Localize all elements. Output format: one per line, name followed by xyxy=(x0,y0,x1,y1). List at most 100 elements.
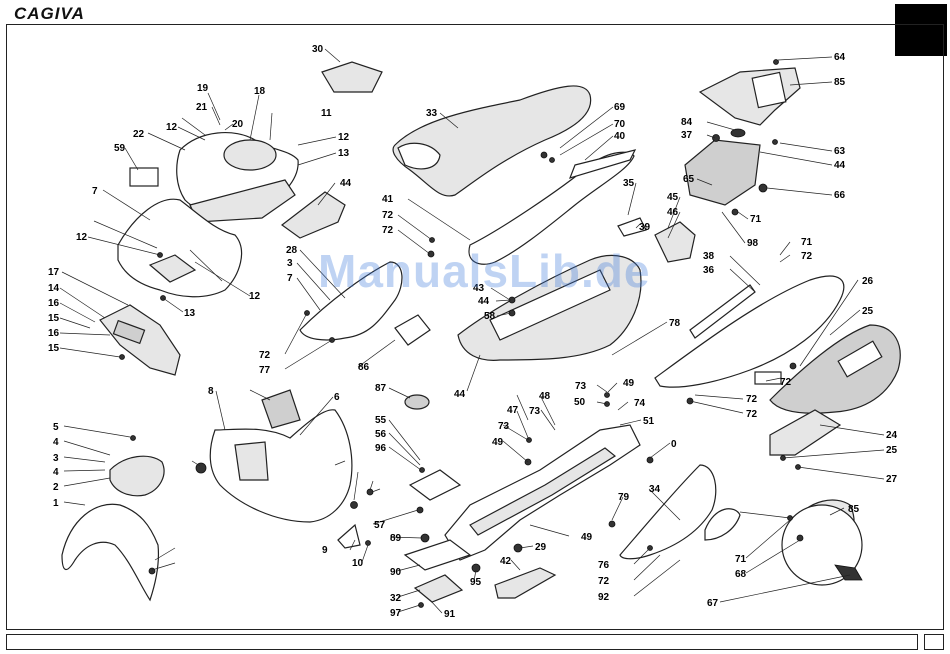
callout-11: 11 xyxy=(321,108,332,119)
part-9-bracket xyxy=(337,523,361,549)
part-23-lower-tail xyxy=(769,409,842,456)
part-55-decal xyxy=(129,167,159,187)
part-70-decal xyxy=(754,371,782,385)
callout-85-top: 96 xyxy=(375,443,387,454)
callout-17: 17 xyxy=(48,267,60,278)
callout-4-a: 4 xyxy=(53,437,59,448)
callout-49-c: 51 xyxy=(643,416,655,427)
callout-71-seat: 72 xyxy=(382,225,394,236)
part-30-seat xyxy=(392,85,592,197)
callout-20: 20 xyxy=(232,119,244,130)
part-17-grille xyxy=(112,319,146,345)
part-77-rack-grid xyxy=(751,71,787,109)
part-18-screen xyxy=(223,139,277,171)
callout-7: 7 xyxy=(92,186,98,197)
callout-22: 22 xyxy=(133,129,145,140)
bolt-72-mid xyxy=(604,392,610,398)
callout-70: 72 xyxy=(780,377,792,388)
callout-44-a: 47 xyxy=(507,405,519,416)
callout-14: 14 xyxy=(48,283,60,294)
callout-43: 44 xyxy=(454,389,466,400)
callout-54: 58 xyxy=(484,311,496,322)
callout-2: 2 xyxy=(53,482,59,493)
part-65-clip xyxy=(549,157,555,163)
callout-32: 34 xyxy=(649,484,661,495)
part-1-front-mudguard xyxy=(61,503,160,602)
callout-7-b: 7 xyxy=(287,273,293,284)
callout-85-low: 97 xyxy=(390,608,402,619)
callout-74: 84 xyxy=(681,117,693,128)
callout-24-top: 25 xyxy=(862,306,874,317)
callout-73-left: 77 xyxy=(259,365,271,376)
callout-57: 64 xyxy=(834,52,846,63)
callout-labels: 30 33 69 70 40 64 85 84 37 63 44 65 66 7… xyxy=(48,44,898,620)
callout-12-top: 12 xyxy=(338,132,350,143)
bolt-15 xyxy=(119,354,125,360)
part-63-reflector xyxy=(834,564,863,581)
part-32-side-bracket xyxy=(619,464,717,560)
callout-27: 29 xyxy=(535,542,547,553)
part-79-circle-detail xyxy=(781,504,863,586)
callout-81: 87 xyxy=(375,383,387,394)
bolt-56 xyxy=(772,139,778,145)
bolt-62 xyxy=(796,534,804,542)
bolt-82 xyxy=(420,533,430,543)
callout-16-b: 16 xyxy=(48,328,60,339)
part-83-plate xyxy=(403,539,472,571)
callout-56: 63 xyxy=(834,146,846,157)
bolt-35 xyxy=(712,134,720,142)
callout-46: 45 xyxy=(667,192,679,203)
callout-12-mid: 12 xyxy=(76,232,88,243)
callout-44-top: 43 xyxy=(473,283,485,294)
part-98-grommet xyxy=(195,462,207,474)
bolt-54 xyxy=(508,309,516,317)
part-6-belly-pan xyxy=(209,409,353,523)
callout-24-low: 25 xyxy=(886,445,898,456)
callout-76: 85 xyxy=(848,504,860,515)
callout-72-mid4: 74 xyxy=(634,398,646,409)
bolt-87 xyxy=(646,456,654,464)
callout-40: 42 xyxy=(500,556,512,567)
brand-logo: CAGIVA xyxy=(14,4,85,23)
part-74-cap xyxy=(730,128,746,138)
callout-44-c: 49 xyxy=(623,378,635,389)
callout-65: 70 xyxy=(614,119,626,130)
callout-34: 36 xyxy=(703,265,715,276)
callout-66: 71 xyxy=(735,554,747,565)
callout-37: 39 xyxy=(639,222,651,233)
callout-9: 9 xyxy=(322,545,328,556)
callout-4-b: 4 xyxy=(53,467,59,478)
callout-87: 0 xyxy=(671,439,677,450)
callout-19: 19 xyxy=(197,83,209,94)
callout-12-right: 12 xyxy=(249,291,261,302)
bolt-71 xyxy=(427,250,435,258)
callout-25-top: 26 xyxy=(862,276,874,287)
part-84-plate xyxy=(413,574,464,603)
callout-55: 59 xyxy=(114,143,126,154)
callout-77: 85 xyxy=(834,77,846,88)
callout-79: 92 xyxy=(598,592,610,603)
bolt-91 xyxy=(148,567,156,575)
part-24-lamp xyxy=(837,340,883,378)
callout-10: 10 xyxy=(352,558,364,569)
part-7-vent xyxy=(148,254,197,283)
callout-68: 71 xyxy=(801,237,813,248)
callout-71-low: 72 xyxy=(598,576,610,587)
callout-52: 57 xyxy=(374,520,386,531)
part-43-detail xyxy=(489,269,611,341)
callout-26: 28 xyxy=(286,245,298,256)
callout-3-low: 3 xyxy=(53,453,59,464)
callout-15-b: 15 xyxy=(48,343,60,354)
part-34-tail-panel xyxy=(654,275,845,388)
callout-62: 68 xyxy=(735,569,747,580)
callout-16-a: 16 xyxy=(48,298,60,309)
callout-51: 56 xyxy=(375,429,387,440)
callout-21: 21 xyxy=(196,102,208,113)
callout-23: 24 xyxy=(886,430,898,441)
callout-63: 67 xyxy=(707,598,719,609)
callout-18: 18 xyxy=(254,86,266,97)
part-95-grille xyxy=(261,389,301,429)
callout-36: 38 xyxy=(703,251,715,262)
callout-25-low: 27 xyxy=(886,474,898,485)
